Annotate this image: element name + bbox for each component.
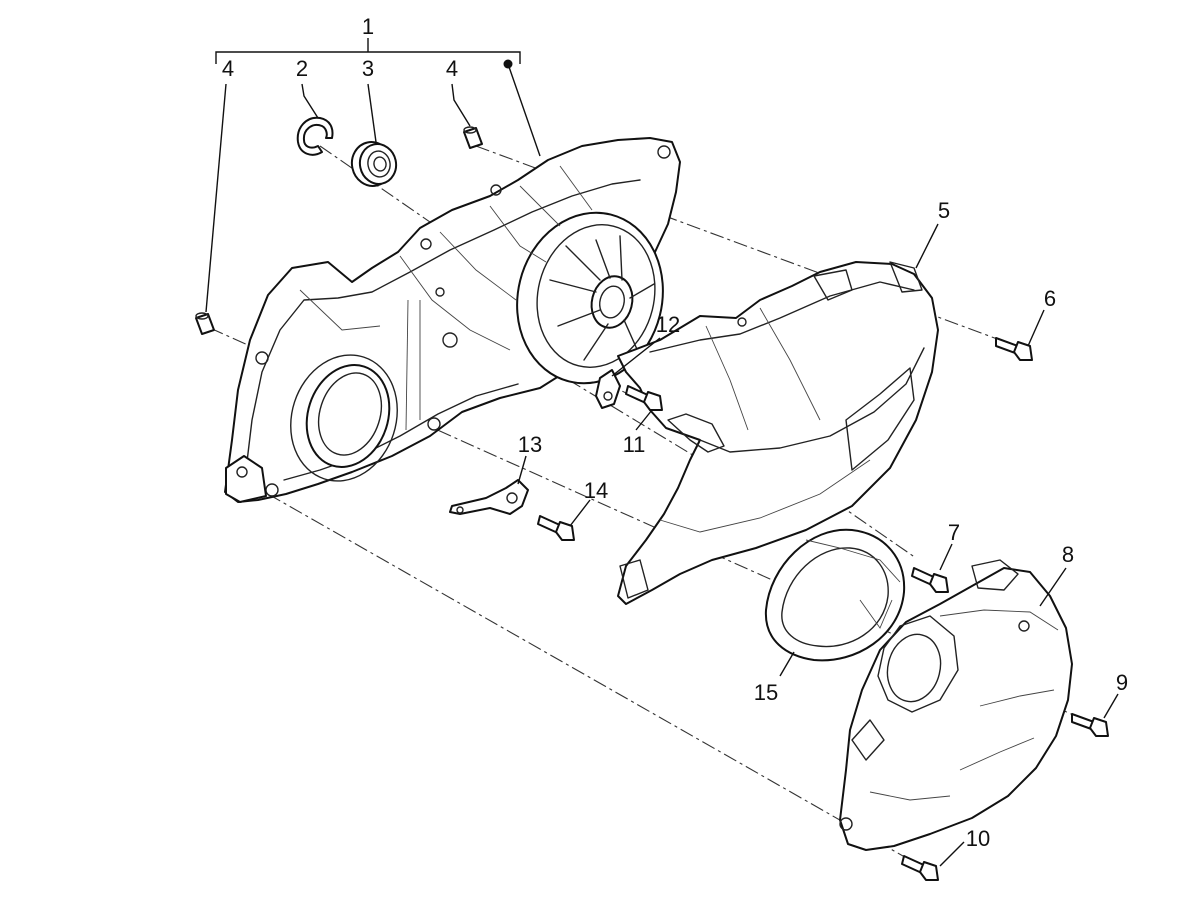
outer-cover (839, 559, 1073, 851)
retaining-clip (595, 369, 621, 409)
circlip (296, 116, 334, 156)
dowel-pin-left (195, 312, 215, 335)
callout-3: 3 (362, 56, 374, 81)
transmission-cover (224, 137, 681, 503)
callout-6: 6 (1044, 286, 1056, 311)
callout-7: 7 (948, 520, 960, 545)
screw-7 (911, 567, 949, 593)
assembly-group-marker (503, 59, 513, 69)
callout-14: 14 (584, 478, 608, 503)
callout-15: 15 (754, 680, 778, 705)
callout-labels: 1 4 2 3 4 5 6 12 11 13 14 7 8 9 15 10 (222, 14, 1128, 851)
callout-9: 9 (1116, 670, 1128, 695)
callout-4-right: 4 (446, 56, 458, 81)
callout-11: 11 (623, 432, 646, 457)
callout-4-left: 4 (222, 56, 234, 81)
bracket (449, 479, 529, 515)
screw-11 (625, 385, 663, 411)
screw-6 (995, 337, 1033, 361)
leader-lines (205, 38, 1119, 867)
callout-10: 10 (966, 826, 990, 851)
dowel-pin-right (463, 126, 483, 149)
callout-5: 5 (938, 198, 950, 223)
callout-1: 1 (362, 14, 374, 39)
inner-air-duct-cover (617, 261, 939, 605)
callout-13: 13 (518, 432, 542, 457)
screw-9 (1071, 713, 1109, 737)
callout-12: 12 (656, 312, 680, 337)
seal-collar (764, 528, 906, 662)
callout-2: 2 (296, 56, 308, 81)
screw-14 (537, 515, 575, 541)
screw-10 (901, 855, 939, 881)
bearing (350, 141, 398, 187)
callout-8: 8 (1062, 542, 1074, 567)
